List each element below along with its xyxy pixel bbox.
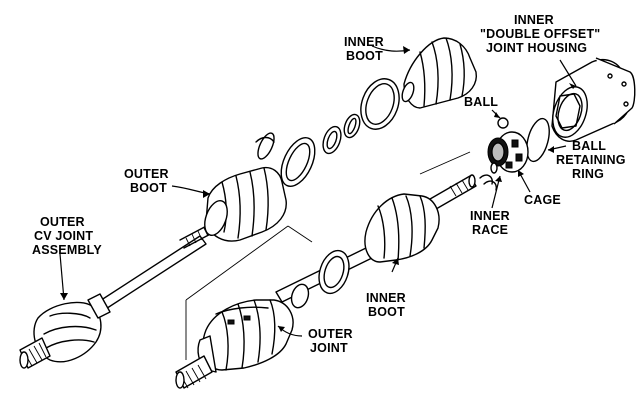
inner-boot-top-line1: INNER bbox=[344, 35, 384, 49]
inner-joint-housing-line1: INNER bbox=[514, 13, 554, 27]
outer-cv-joint-line3: ASSEMBLY bbox=[32, 243, 102, 257]
inner-boot-bottom-line2: BOOT bbox=[368, 305, 405, 319]
label-inner-boot-top: INNER BOOT bbox=[344, 35, 384, 63]
snap-rings bbox=[479, 174, 498, 191]
ball-text: BALL bbox=[464, 95, 498, 109]
outer-cv-joint-line1: OUTER bbox=[40, 215, 85, 229]
small-clamp-1 bbox=[322, 125, 342, 155]
outer-boot-line1: OUTER bbox=[124, 167, 169, 181]
inner-boot-clamp-ring bbox=[360, 78, 400, 130]
label-inner-boot-bottom: INNER BOOT bbox=[366, 291, 406, 319]
inner-boot-lower bbox=[364, 193, 440, 263]
outer-joint-line2: JOINT bbox=[310, 341, 348, 355]
arrow-heads bbox=[60, 46, 576, 332]
inner-race-line2: RACE bbox=[472, 223, 508, 237]
label-cage: CAGE bbox=[524, 193, 561, 207]
inner-joint-housing-line2: "DOUBLE OFFSET" bbox=[480, 27, 600, 41]
boot-clamp-upper-2 bbox=[255, 132, 275, 160]
outer-cv-joint-upper bbox=[19, 293, 111, 369]
label-outer-cv-joint-assembly: OUTER CV JOINT ASSEMBLY bbox=[32, 215, 102, 257]
ball-retaining-ring bbox=[526, 117, 550, 163]
ball bbox=[497, 117, 509, 129]
small-clamp-lower bbox=[290, 283, 310, 309]
assembly-connector-lines bbox=[185, 151, 471, 360]
boot-clamp-lower bbox=[318, 249, 350, 295]
inner-boot-upper bbox=[401, 37, 477, 109]
inner-boot-bottom-line1: INNER bbox=[366, 291, 406, 305]
inner-joint-housing-line3: JOINT HOUSING bbox=[486, 41, 587, 55]
outer-boot-line2: BOOT bbox=[130, 181, 167, 195]
cage-and-inner-race bbox=[487, 131, 529, 174]
outer-boot-upper bbox=[204, 166, 287, 242]
inner-boot-top-line2: BOOT bbox=[346, 49, 383, 63]
label-outer-boot: OUTER BOOT bbox=[124, 167, 169, 195]
outer-joint-line1: OUTER bbox=[308, 327, 353, 341]
ball-retaining-ring-line3: RING bbox=[572, 167, 604, 181]
small-clamp-2 bbox=[343, 113, 361, 139]
label-inner-joint-housing: INNER "DOUBLE OFFSET" JOINT HOUSING bbox=[480, 13, 600, 55]
cage-text: CAGE bbox=[524, 193, 561, 207]
ball-retaining-ring-line1: BALL bbox=[572, 139, 606, 153]
label-inner-race: INNER RACE bbox=[470, 209, 510, 237]
outer-joint-lower bbox=[175, 299, 294, 389]
label-ball-retaining-ring: BALL RETAINING RING bbox=[556, 139, 626, 181]
ball-retaining-ring-line2: RETAINING bbox=[556, 153, 626, 167]
outer-cv-joint-line2: CV JOINT bbox=[34, 229, 93, 243]
label-ball: BALL bbox=[464, 95, 498, 109]
upper-axle-shaft bbox=[91, 221, 219, 315]
boot-clamp-upper-1 bbox=[280, 137, 316, 187]
inner-race-line1: INNER bbox=[470, 209, 510, 223]
inner-joint-housing bbox=[551, 57, 636, 142]
label-outer-joint: OUTER JOINT bbox=[308, 327, 353, 355]
